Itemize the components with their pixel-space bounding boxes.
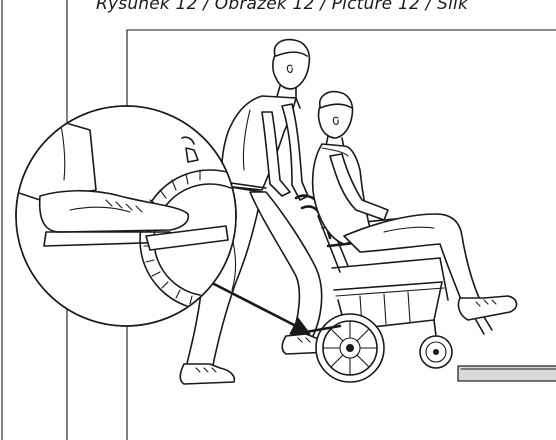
- seated-person: [313, 92, 517, 320]
- curb-step: [458, 366, 556, 381]
- arrow-icon: [214, 284, 310, 334]
